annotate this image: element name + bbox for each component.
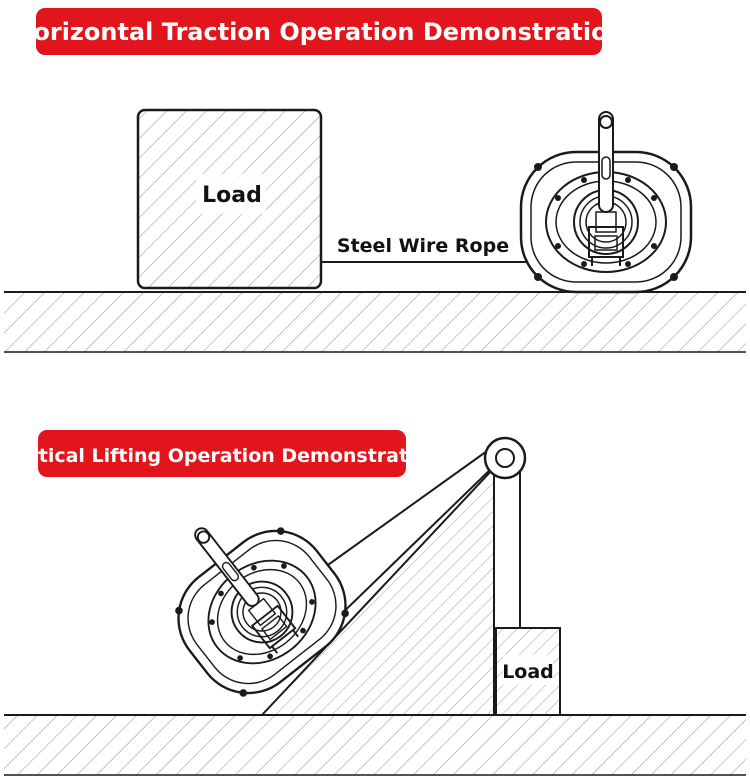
horizontal-title-banner: Horizontal Traction Operation Demonstrat… — [13, 8, 625, 55]
vertical-title: Vertical Lifting Operation Demonstration — [3, 445, 441, 467]
horizontal-title: Horizontal Traction Operation Demonstrat… — [13, 18, 624, 46]
vertical-section: Vertical Lifting Operation Demonstration — [3, 430, 746, 776]
vertical-load-label: Load — [502, 661, 554, 683]
horizontal-ground — [4, 291, 746, 353]
horizontal-load-label: Load — [202, 183, 262, 208]
vertical-ground — [4, 714, 746, 776]
winch-icon — [519, 110, 693, 294]
rope-label: Steel Wire Rope — [337, 235, 509, 257]
vertical-load-box: Load — [495, 627, 561, 716]
support-frame — [259, 445, 521, 716]
horizontal-load-box: Load — [136, 108, 323, 290]
vertical-title-banner: Vertical Lifting Operation Demonstration — [3, 430, 441, 477]
pulley-icon — [483, 436, 527, 480]
steel-wire-rope: Steel Wire Rope — [321, 230, 572, 263]
horizontal-section: Horizontal Traction Operation Demonstrat… — [4, 8, 746, 353]
